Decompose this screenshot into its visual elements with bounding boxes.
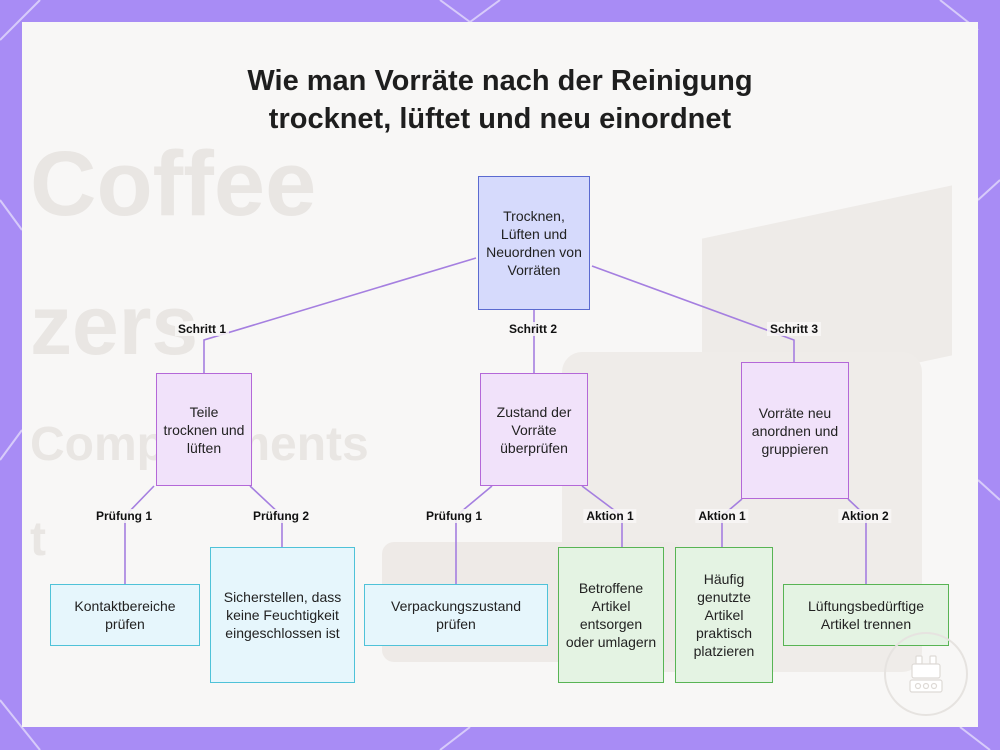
background-word-2: zers [30, 278, 199, 372]
robot-icon [909, 655, 943, 693]
background-word-1: Coffee [30, 133, 317, 235]
edge-label-pruefung-1-a: Prüfung 1 [93, 509, 155, 523]
step-node-1: Teile trocknen und lüften [156, 373, 252, 486]
leaf-node-1: Kontaktbereiche prüfen [50, 584, 200, 646]
title-line-2: trocknet, lüftet und neu einordnet [268, 103, 732, 135]
leaf-3-label: Verpackungszustand prüfen [391, 598, 521, 632]
edge-step2-leaf3 [455, 485, 493, 584]
edge-step3-leaf5 [721, 498, 743, 547]
root-node: Trocknen, Lüften und Neuordnen von Vorrä… [478, 176, 590, 310]
edge-label-pruefung-1-b: Prüfung 1 [423, 509, 485, 523]
step-3-label: Vorräte neu anordnen und gruppieren [751, 404, 839, 457]
leaf-2-label: Sicherstellen, dass keine Feuchtigkeit e… [223, 589, 342, 641]
step-2-label: Zustand der Vorräte überprüfen [496, 403, 572, 456]
step-1-label: Teile trocknen und lüften [163, 403, 245, 456]
title-line-1: Wie man Vorräte nach der Reinigung [247, 65, 753, 97]
leaf-node-2: Sicherstellen, dass keine Feuchtigkeit e… [210, 547, 355, 683]
leaf-node-4: Betroffene Artikel entsorgen oder umlage… [558, 547, 664, 683]
step-node-2: Zustand der Vorräte überprüfen [480, 373, 588, 486]
leaf-node-3: Verpackungszustand prüfen [364, 584, 548, 646]
leaf-6-label: Lüftungsbedürftige Artikel trennen [808, 598, 924, 632]
edge-label-schritt-1: Schritt 1 [174, 322, 230, 336]
edge-root-step3 [591, 265, 795, 362]
leaf-1-label: Kontaktbereiche prüfen [74, 598, 176, 632]
step-node-3: Vorräte neu anordnen und gruppieren [741, 362, 849, 499]
leaf-5-label: Häufig genutzte Artikel praktisch platzi… [693, 571, 755, 659]
watermark-logo [884, 632, 968, 716]
page-title: Wie man Vorräte nach der Reinigung trock… [22, 62, 978, 138]
edge-label-aktion-2: Aktion 2 [838, 509, 892, 523]
edge-step1-leaf1 [124, 485, 155, 584]
edge-label-schritt-2: Schritt 2 [505, 322, 561, 336]
root-label: Trocknen, Lüften und Neuordnen von Vorrä… [486, 208, 582, 278]
edge-label-schritt-3: Schritt 3 [766, 322, 822, 336]
edge-label-pruefung-2: Prüfung 2 [250, 509, 312, 523]
diagram-card: Coffee zers Compartments t Wie man Vorrä… [22, 22, 978, 727]
edge-label-aktion-1-a: Aktion 1 [583, 509, 637, 523]
leaf-node-5: Häufig genutzte Artikel praktisch platzi… [675, 547, 773, 683]
edge-root-step1 [203, 257, 477, 373]
edge-label-aktion-1-b: Aktion 1 [695, 509, 749, 523]
background-word-4: t [30, 513, 46, 566]
leaf-4-label: Betroffene Artikel entsorgen oder umlage… [565, 580, 657, 650]
